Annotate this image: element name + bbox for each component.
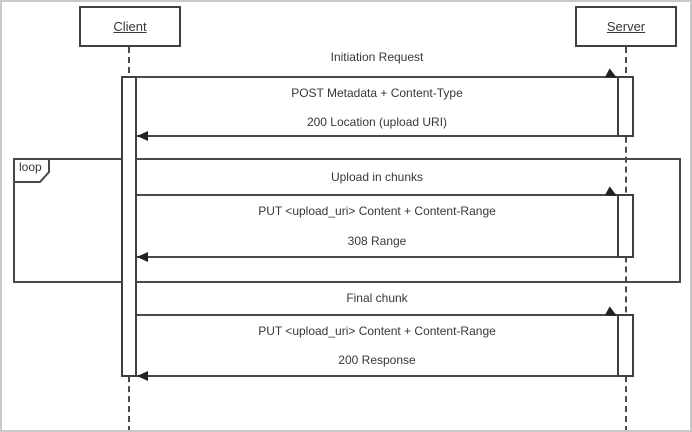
actor-server-label: Server (606, 19, 646, 34)
message-line-post-metadata (137, 76, 617, 78)
message-line-200-response (137, 375, 617, 377)
message-label-put-chunk: PUT <upload_uri> Content + Content-Range (258, 204, 496, 218)
loop-fragment-frame (13, 158, 681, 283)
arrowhead-left-icon (137, 131, 148, 141)
loop-operator-pentagon (13, 158, 51, 188)
server-activation-final (617, 314, 634, 377)
actor-server: Server (575, 6, 677, 47)
message-line-put-chunk (137, 194, 617, 196)
message-line-put-final (137, 314, 617, 316)
message-label-post-metadata: POST Metadata + Content-Type (291, 86, 463, 100)
section-title-initiation: Initiation Request (330, 50, 424, 64)
message-line-308-range (137, 256, 617, 258)
message-label-308-range: 308 Range (347, 234, 407, 248)
server-activation-initiation (617, 76, 634, 137)
section-title-upload-chunks: Upload in chunks (330, 170, 424, 184)
arrowhead-left-icon (137, 252, 148, 262)
server-activation-loop (617, 194, 634, 258)
loop-operator-label: loop (19, 160, 42, 174)
message-label-200-response: 200 Response (338, 353, 416, 367)
actor-client-label: Client (113, 19, 147, 34)
message-line-200-location (137, 135, 617, 137)
message-label-200-location: 200 Location (upload URI) (306, 115, 448, 129)
client-activation (121, 76, 137, 377)
message-label-put-final: PUT <upload_uri> Content + Content-Range (258, 324, 496, 338)
arrowhead-left-icon (137, 371, 148, 381)
actor-client: Client (79, 6, 181, 47)
section-title-final-chunk: Final chunk (346, 291, 408, 305)
